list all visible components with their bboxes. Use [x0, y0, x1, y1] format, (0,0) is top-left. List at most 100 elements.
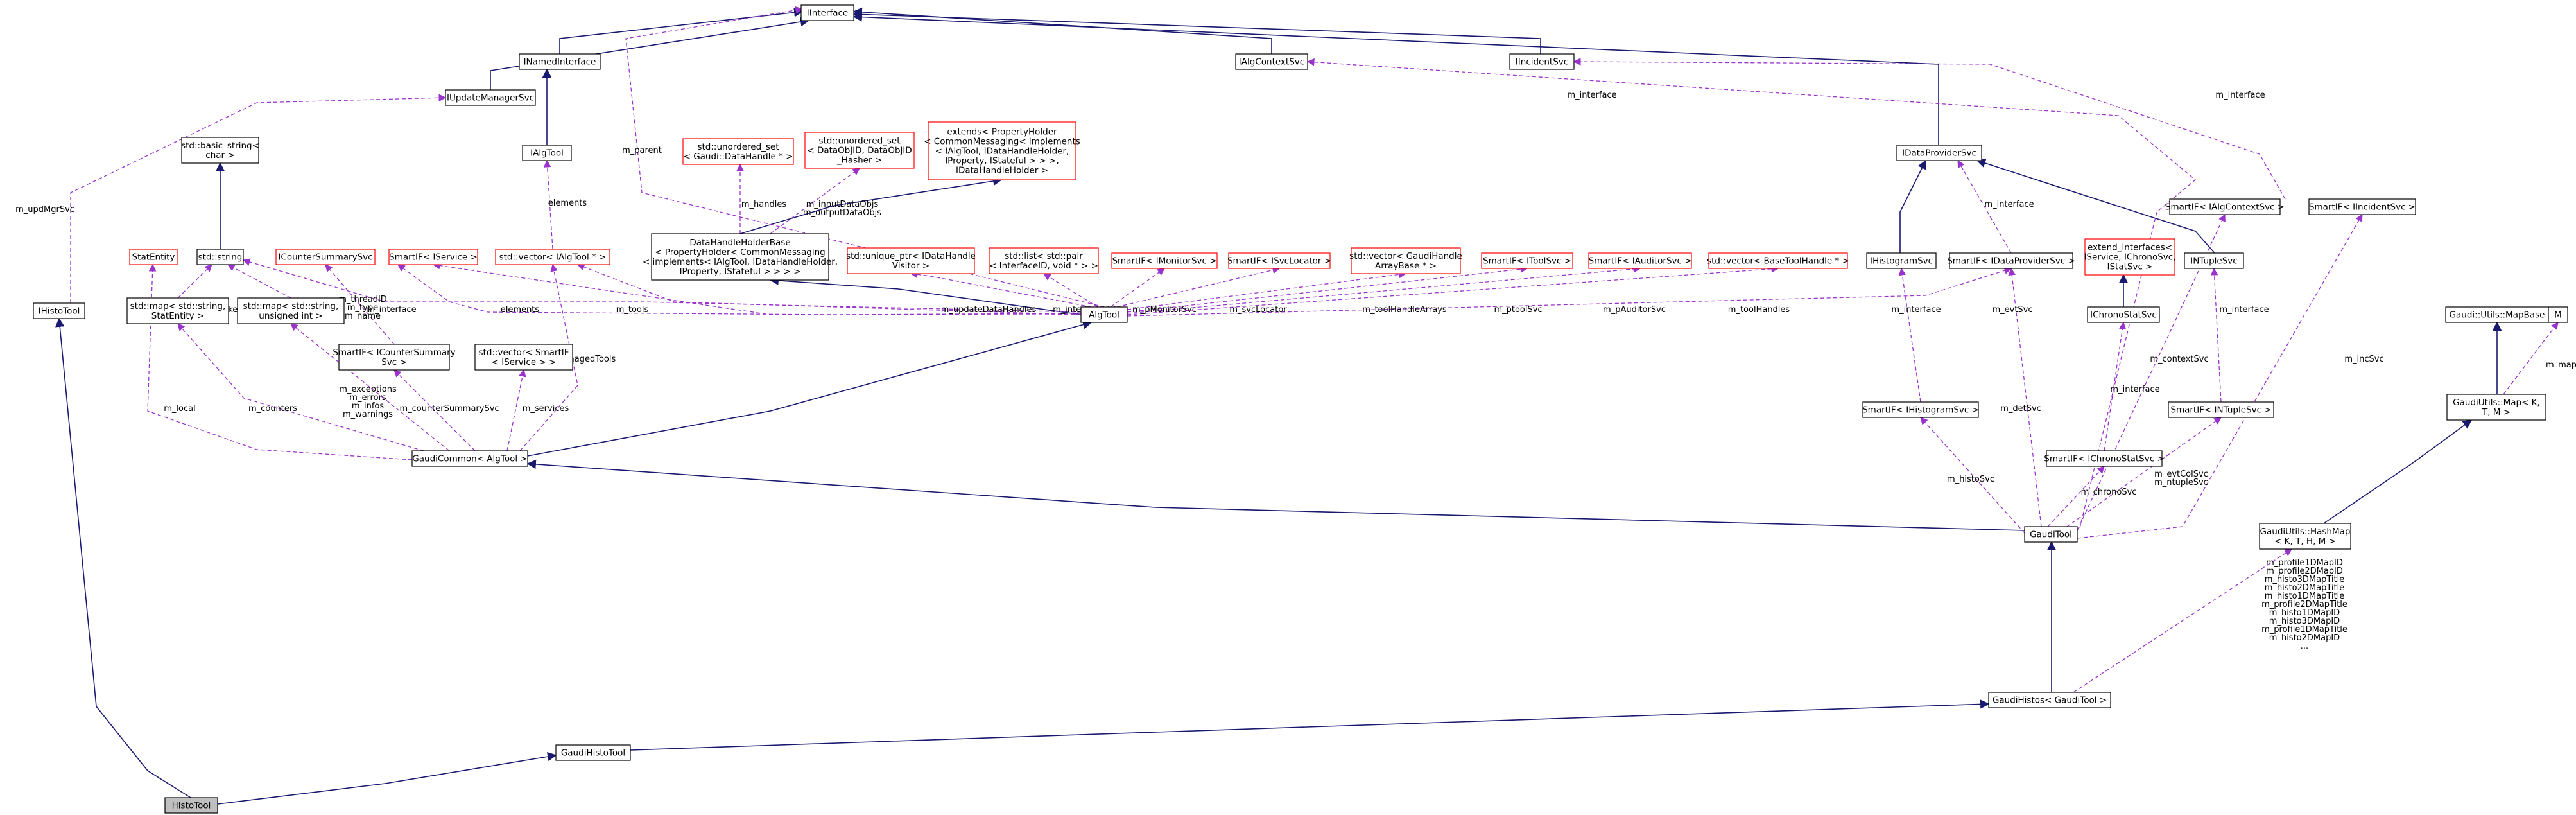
class-box: [129, 249, 178, 265]
class-name-line: SmartIF< IToolSvc >: [1483, 256, 1571, 267]
class-node-vector-basetoolhandle[interactable]: std::vector< BaseToolHandle * >: [1707, 252, 1849, 269]
class-box: [33, 302, 85, 319]
class-node-histotool[interactable]: HistoTool: [164, 797, 218, 814]
class-node-smartif-iauditorsvc[interactable]: SmartIF< IAuditorSvc >: [1588, 252, 1692, 269]
class-node-vector-ialgtool[interactable]: std::vector< IAlgTool * >: [495, 249, 610, 265]
class-node-iinterface[interactable]: IInterface: [800, 4, 854, 21]
usage-arrow: [770, 168, 860, 234]
class-node-smartif-idataprovidersvc[interactable]: SmartIF< IDataProviderSvc >: [1947, 252, 2075, 269]
class-name-line: ICounterSummarySvc: [278, 252, 372, 263]
edge-label-line: m_counterSummarySvc: [399, 404, 499, 414]
class-node-ihistogramsvc[interactable]: IHistogramSvc: [1866, 252, 1937, 269]
class-node-hashmap[interactable]: GaudiUtils::HashMap< K, T, H, M >: [2259, 523, 2351, 550]
inheritance-arrow: [527, 320, 1093, 457]
usage-arrow: [2073, 548, 2292, 693]
class-node-map-unsigned[interactable]: std::map< std::string,unsigned int >: [237, 297, 345, 324]
class-node-smartif-iincidentsvc[interactable]: SmartIF< IIncidentSvc >: [2308, 198, 2416, 215]
edge-label-line: m_services: [523, 404, 569, 414]
class-name-line: SmartIF< IAuditorSvc >: [1589, 256, 1692, 267]
class-node-datahandleholderbase[interactable]: DataHandleHolderBase< PropertyHolder< Co…: [643, 233, 838, 281]
class-name-line: SmartIF< IChronoStatSvc >: [2044, 454, 2165, 464]
class-node-m[interactable]: M: [2548, 306, 2568, 323]
class-node-map-statentity[interactable]: std::map< std::string,StatEntity >: [126, 297, 229, 324]
edge-label-line: m_contextSvc: [2150, 355, 2208, 364]
class-node-smartif-imonitorsvc[interactable]: SmartIF< IMonitorSvc >: [1111, 252, 1218, 269]
inheritance-arrow: [1899, 159, 1926, 253]
usage-arrow: [1127, 267, 2012, 317]
edge-label: m_interface: [1984, 200, 2034, 209]
class-node-extends-propertyholder[interactable]: extends< PropertyHolder< CommonMessaging…: [924, 121, 1080, 180]
class-node-iupdatemanagersvc[interactable]: IUpdateManagerSvc: [445, 89, 536, 106]
class-node-basic-string[interactable]: std::basic_string<char >: [181, 137, 259, 164]
class-name-line: std::vector< GaudiHandle: [1349, 251, 1462, 261]
class-node-idataprovidersvc[interactable]: IDataProviderSvc: [1896, 145, 1982, 161]
class-node-smartif-icountersummarysvc[interactable]: SmartIF< ICounterSummarySvc >: [333, 344, 456, 371]
edge-label-line: m_outputDataObjs: [803, 208, 881, 218]
class-node-gaudihistotool[interactable]: GaudiHistoTool: [555, 744, 631, 761]
class-node-ialgcontextsvc[interactable]: IAlgContextSvc: [1235, 53, 1308, 70]
class-node-algtool[interactable]: AlgTool: [1080, 306, 1128, 323]
usage-arrow: [506, 369, 526, 451]
class-node-smartif-intuplesvc[interactable]: SmartIF< INTupleSvc >: [2168, 401, 2274, 418]
edge-label: m_pAuditorSvc: [1603, 305, 1666, 315]
usage-arrow: [1127, 265, 1779, 315]
class-node-icountersummarysvc[interactable]: ICounterSummarySvc: [275, 249, 376, 265]
inheritance-arrow: [55, 317, 191, 798]
class-node-smartif-ichronostatsvc[interactable]: SmartIF< IChronoStatSvc >: [2044, 450, 2165, 467]
class-node-unordered-set-handle[interactable]: std::unordered_set< Gaudi::DataHandle * …: [682, 138, 794, 165]
class-node-vector-smartif-iservice[interactable]: std::vector< SmartIF< IService > >: [474, 344, 573, 371]
edge-label: m_pMonitorSvc: [1132, 305, 1197, 315]
class-node-gaudihistos[interactable]: GaudiHistos< GaudiTool >: [1988, 692, 2111, 708]
edge-label: m_interface: [2110, 385, 2159, 394]
class-node-unordered-set-dataobj[interactable]: std::unordered_set< DataObjID, DataObjID…: [804, 132, 915, 169]
edge-label-line: m_exceptions: [339, 385, 397, 394]
class-node-map[interactable]: GaudiUtils::Map< K,T, M >: [2446, 394, 2546, 421]
edge-label-line: elements: [501, 305, 540, 315]
class-name-line: extend_interfaces<: [2088, 243, 2172, 253]
class-box: [1235, 53, 1308, 70]
class-name-line: IIncidentSvc: [1516, 57, 1568, 67]
class-node-gauditool[interactable]: GaudiTool: [2024, 526, 2078, 543]
usage-arrow: [1116, 266, 1281, 308]
class-node-statentity[interactable]: StatEntity: [129, 249, 178, 265]
usage-arrow: [397, 264, 1082, 315]
class-node-smartif-ihistogramsvc[interactable]: SmartIF< IHistogramSvc >: [1862, 401, 1979, 418]
class-name-line: IStatSvc >: [2107, 262, 2153, 272]
class-node-extend-interfaces[interactable]: extend_interfaces<IService, IChronoSvc,I…: [2084, 238, 2176, 276]
edge-label: m_svcLocator: [1229, 305, 1287, 315]
class-node-smartif-ialgcontextsvc[interactable]: SmartIF< IAlgContextSvc >: [2165, 198, 2285, 215]
class-name-line: GaudiUtils::HashMap: [2260, 527, 2351, 537]
class-name-line: std::vector< IAlgTool * >: [499, 252, 607, 263]
class-node-list-pair[interactable]: std::list< std::pair< InterfaceID, void …: [989, 247, 1099, 274]
class-node-ialgtool[interactable]: IAlgTool: [522, 145, 572, 161]
usage-arrow: [1127, 265, 1528, 313]
class-node-gaudicommon[interactable]: GaudiCommon< AlgTool >: [411, 450, 528, 467]
class-node-smartif-itoolsvc[interactable]: SmartIF< IToolSvc >: [1481, 252, 1573, 269]
class-name-line: M: [2554, 310, 2562, 320]
edge-label-line: m_evtColSvc: [2154, 469, 2208, 479]
class-box: [519, 53, 601, 70]
class-node-iincidentsvc[interactable]: IIncidentSvc: [1509, 53, 1575, 70]
class-box: [2259, 523, 2351, 550]
usage-arrow: [1127, 265, 1641, 314]
class-node-std-string[interactable]: std::string: [196, 249, 244, 265]
class-node-smartif-iservice[interactable]: SmartIF< IService >: [388, 249, 478, 265]
edge-label-line: m_type: [347, 303, 378, 313]
edge-label-line: m_profile2DMapTitle: [2261, 600, 2347, 609]
edge-label: m_updateDataHandles: [941, 305, 1037, 315]
class-box: [181, 137, 259, 164]
edge-label-line: m_profile1DMapTitle: [2261, 625, 2347, 635]
class-node-mapbase[interactable]: Gaudi::Utils::MapBase: [2445, 306, 2549, 323]
class-node-smartif-isvclocator[interactable]: SmartIF< ISvcLocator >: [1227, 252, 1331, 269]
class-node-intuplesvc[interactable]: INTupleSvc: [2184, 252, 2244, 269]
class-node-ihistotool[interactable]: IHistoTool: [33, 302, 85, 319]
usage-arrow: [432, 261, 1081, 315]
edge-label-line: m_ntupleSvc: [2154, 478, 2208, 487]
class-node-ichronostatsvc[interactable]: IChronoStatSvc: [2087, 306, 2160, 323]
class-name-line: IInterface: [807, 8, 848, 19]
class-node-inamedinterface[interactable]: INamedInterface: [519, 53, 601, 70]
